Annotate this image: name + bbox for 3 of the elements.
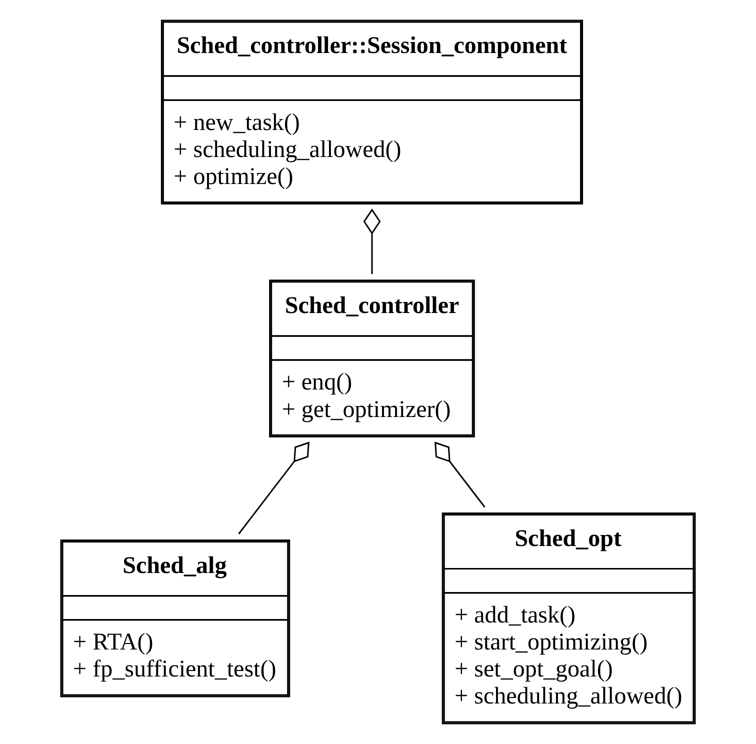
connector — [238, 442, 310, 534]
connector — [363, 208, 381, 274]
connector — [434, 442, 486, 508]
